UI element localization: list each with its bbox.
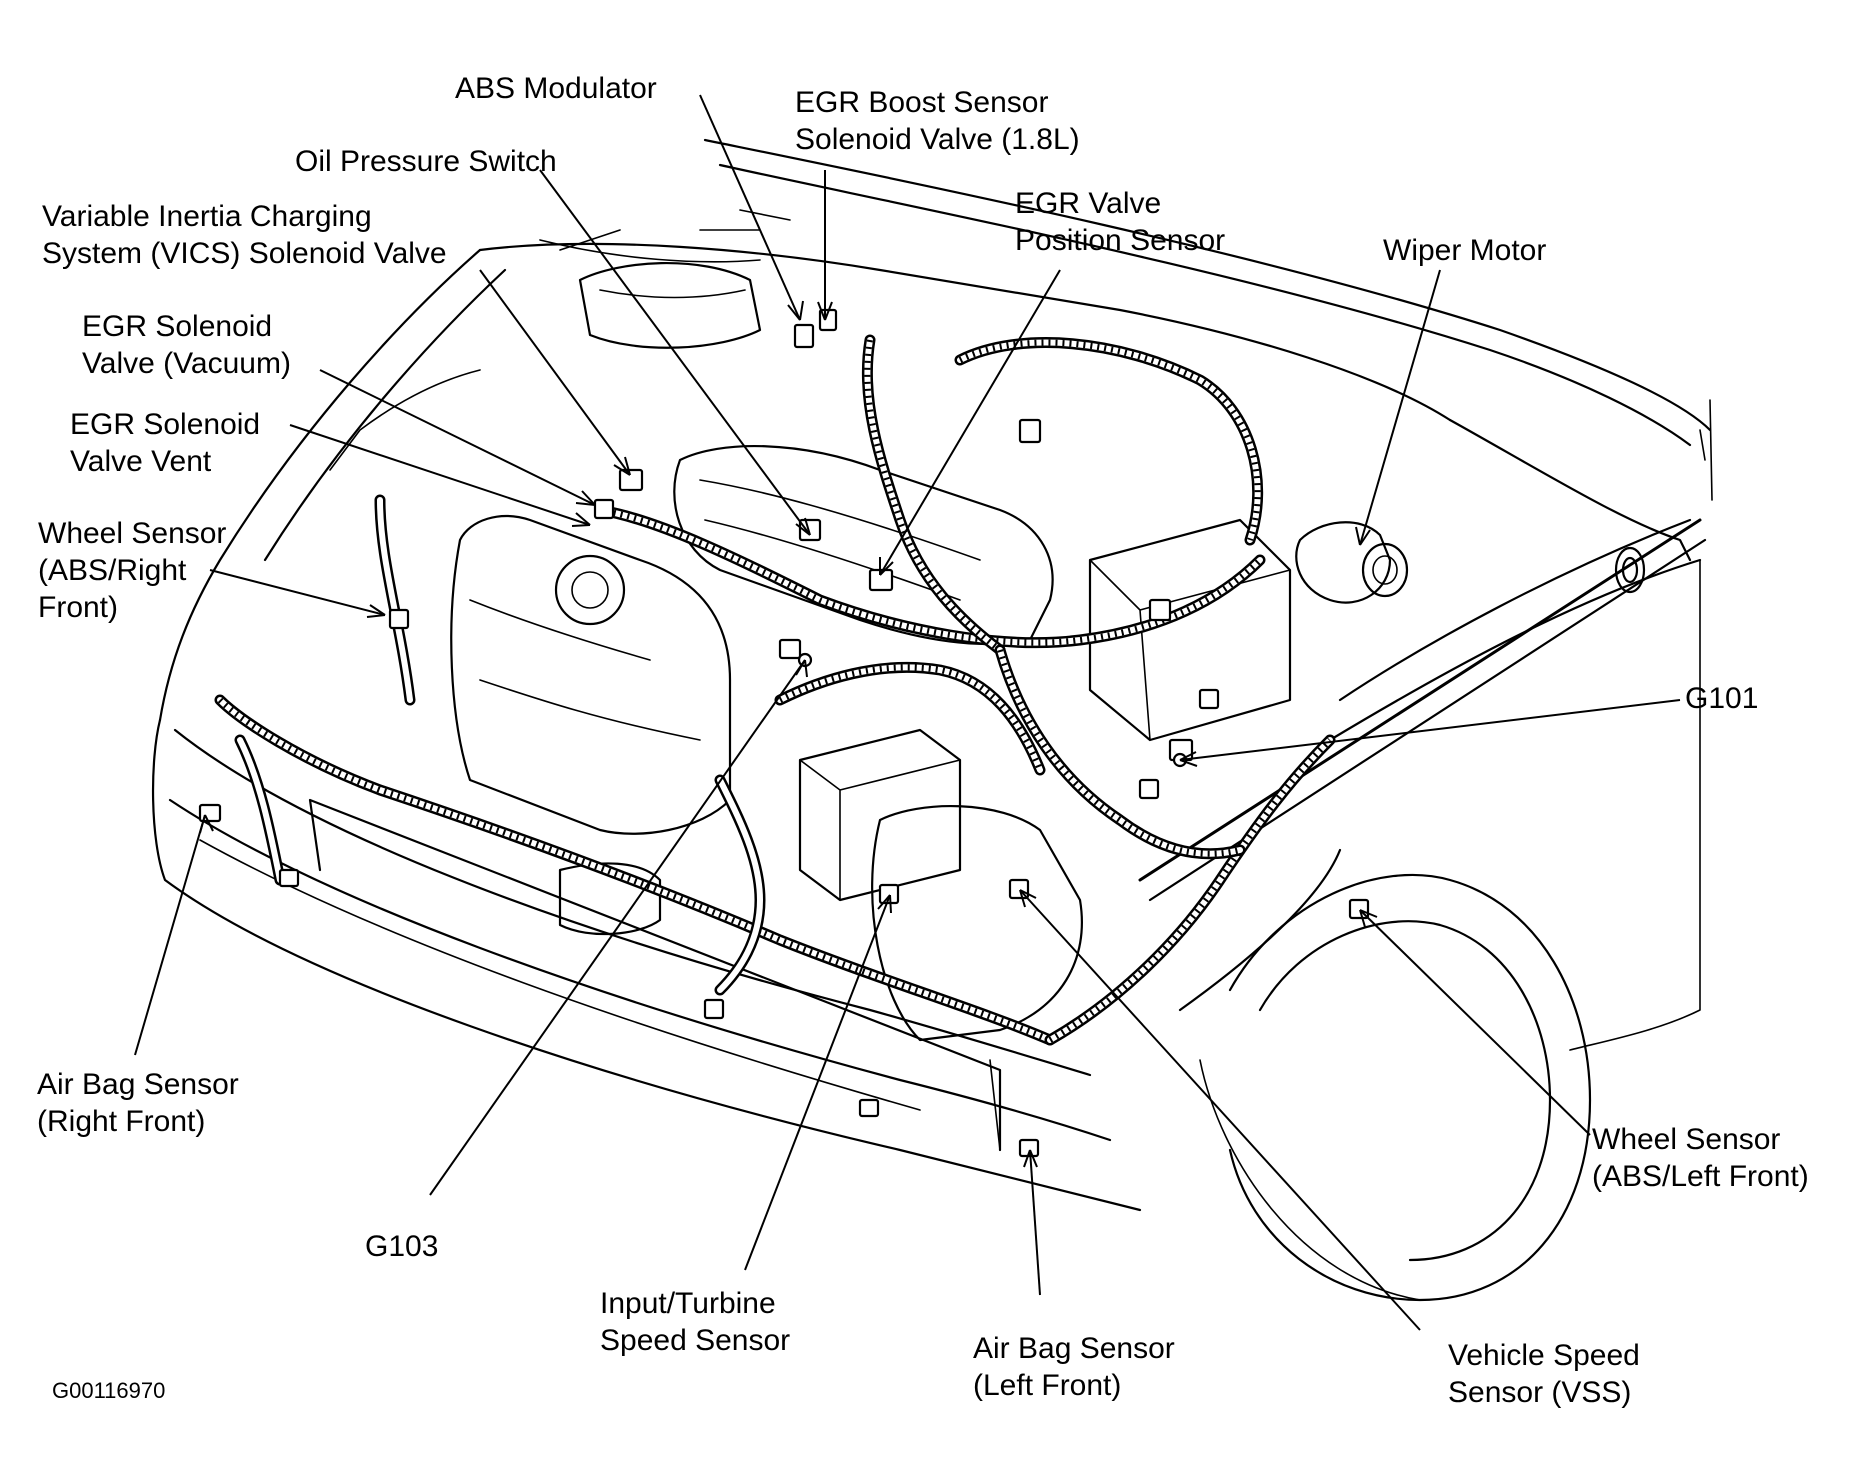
leader-egr-vacuum [319,369,596,506]
leader-lines [134,94,1681,1331]
leader-air-bag-rf [134,814,206,1056]
label-air-bag-sensor-right-front: Air Bag Sensor (Right Front) [37,1068,239,1138]
wiring-harness [214,334,1336,1046]
leader-vics [479,269,631,476]
leader-egr-vent [289,424,591,526]
label-g103: G103 [365,1230,439,1263]
label-egr-solenoid-valve-vent: EGR Solenoid Valve Vent [70,408,261,478]
leader-oil-pressure [539,169,811,536]
label-wiper-motor: Wiper Motor [1383,234,1547,267]
leader-egr-valve-position [879,269,1061,576]
leader-g103 [429,659,806,1196]
leader-wheel-sensor-rf [209,569,386,616]
label-vics-solenoid-valve: Variable Inertia Charging System (VICS) … [42,200,447,270]
label-egr-valve-position-sensor: EGR Valve Position Sensor [1015,187,1226,257]
engine-assembly [329,209,1409,1042]
leader-abs-modulator [699,94,801,321]
label-input-turbine-speed-sensor: Input/Turbine Speed Sensor [600,1287,791,1357]
leader-wiper-motor [1359,269,1441,546]
leader-g101 [1179,699,1681,761]
label-egr-solenoid-valve-vacuum: EGR Solenoid Valve (Vacuum) [82,310,291,380]
label-wheel-sensor-right-front: Wheel Sensor (ABS/Right Front) [38,517,227,624]
label-wheel-sensor-left-front: Wheel Sensor (ABS/Left Front) [1592,1123,1809,1193]
connectors [198,308,1370,1158]
label-g101: G101 [1685,682,1759,715]
label-vehicle-speed-sensor: Vehicle Speed Sensor (VSS) [1448,1339,1640,1409]
figure-code: G00116970 [52,1378,166,1403]
label-oil-pressure-switch: Oil Pressure Switch [295,145,557,178]
label-abs-modulator: ABS Modulator [455,72,657,105]
leader-input-turbine [744,894,891,1271]
label-egr-boost-sensor-solenoid-valve: EGR Boost Sensor Solenoid Valve (1.8L) [795,86,1080,156]
leader-air-bag-lf [1029,1149,1041,1296]
leader-vss [1019,889,1421,1331]
leader-wheel-sensor-lf [1359,909,1591,1136]
vehicle-body-outline [151,138,1713,1302]
label-air-bag-sensor-left-front: Air Bag Sensor (Left Front) [973,1332,1175,1402]
